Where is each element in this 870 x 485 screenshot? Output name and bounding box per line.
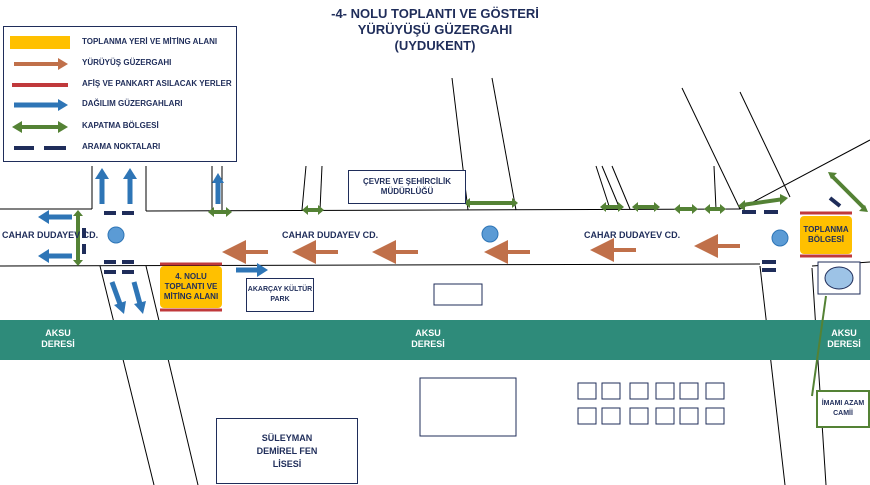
search-points: [82, 196, 842, 274]
navy-dashes-icon: [14, 146, 66, 150]
legend-row-closure: KAPATMA BÖLGESİ: [4, 116, 236, 136]
park-box: AKARÇAY KÜLTÜR PARK: [246, 278, 314, 312]
cami-box: İMAMI AZAM CAMİİ: [816, 390, 870, 428]
street-label-middle: CAHAR DUDAYEV CD.: [282, 230, 379, 240]
walking-route-arrows: [222, 234, 740, 264]
buildings: [419, 261, 861, 437]
legend-row-gathering: TOPLANMA YERİ VE MİTİNG ALANI: [4, 32, 236, 52]
roundabouts: [107, 225, 789, 247]
closure-arrowheads: [73, 172, 868, 266]
street-label-left: CAHAR DUDAYEV CD.: [2, 230, 99, 240]
green-double-arrow-icon: [12, 121, 68, 133]
street-label-right: CAHAR DUDAYEV CD.: [584, 230, 681, 240]
river-band: [0, 320, 870, 360]
closure-arrows: [76, 174, 866, 262]
dispersal-arrows: [48, 178, 258, 305]
road-lines: [0, 77, 870, 485]
legend-row-walking: YÜRÜYÜŞ GÜZERGAHI: [4, 53, 236, 73]
legend: TOPLANMA YERİ VE MİTİNG ALANI YÜRÜYÜŞ GÜ…: [3, 26, 237, 162]
brown-arrow-icon: [14, 58, 68, 70]
river-label-middle: AKSU DERESİ: [411, 328, 445, 349]
dispersal-arrowheads: [38, 168, 268, 314]
map-title: -4- NOLU TOPLANTI VE GÖSTERİ YÜRÜYÜŞÜ GÜ…: [331, 6, 539, 53]
mosque-dome: [824, 266, 854, 290]
gathering-area: TOPLANMA BÖLGESİ: [800, 216, 852, 254]
yellow-box-icon: [10, 36, 70, 49]
lise-box: SÜLEYMAN DEMİREL FEN LİSESİ: [216, 418, 358, 484]
legend-row-dispersal: DAĞILIM GÜZERGAHLARI: [4, 94, 236, 114]
legend-row-banner: AFİŞ VE PANKART ASILACAK YERLER: [4, 74, 236, 94]
red-line-icon: [12, 83, 68, 87]
blue-arrow-icon: [14, 99, 68, 111]
legend-row-search: ARAMA NOKTALARI: [4, 137, 236, 157]
river-label-right: AKSU DERESİ: [827, 328, 861, 349]
banner-lines: [160, 211, 852, 312]
meeting-area: 4. NOLU TOPLANTI VE MİTİNG ALANI: [160, 266, 222, 308]
mosque-path: [811, 295, 827, 397]
cevre-building: ÇEVRE VE ŞEHİRCİLİK MÜDÜRLÜĞÜ: [348, 170, 466, 204]
river-label-left: AKSU DERESİ: [41, 328, 75, 349]
